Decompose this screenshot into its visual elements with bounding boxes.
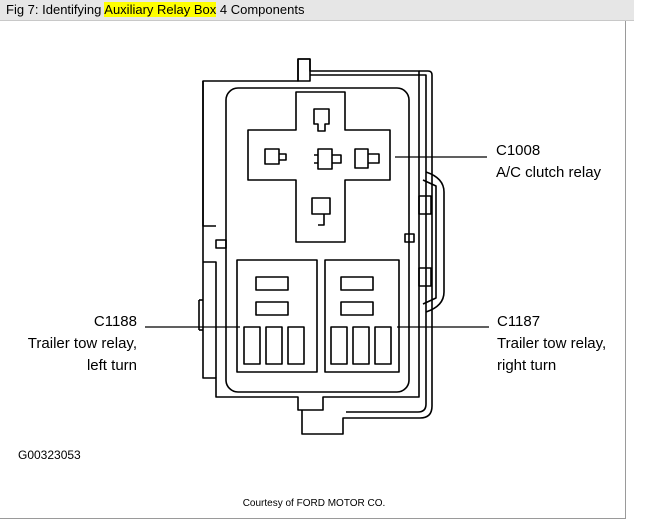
c1187-slot xyxy=(374,326,392,365)
c1187-slot xyxy=(352,326,370,365)
figure-frame xyxy=(0,21,626,519)
c1008-callout: C1008 A/C clutch relay xyxy=(496,140,601,184)
c1187-slot xyxy=(340,276,374,291)
c1008-pin-center xyxy=(314,148,342,170)
c1187-callout: C1187 Trailer tow relay, right turn xyxy=(497,311,606,377)
c1188-slot xyxy=(287,326,305,365)
c1188-code: C1188 xyxy=(93,313,137,330)
top-connector xyxy=(297,58,311,82)
c1008-pin-right xyxy=(354,148,380,169)
c1008-connector xyxy=(247,91,391,243)
figure-id: G00323053 xyxy=(18,448,81,462)
figure-title: Fig 7: Identifying Auxiliary Relay Box 4… xyxy=(0,0,634,21)
side-bracket-outer xyxy=(301,70,433,435)
c1188-description-line2: left turn xyxy=(86,357,137,374)
title-highlight: Auxiliary Relay Box xyxy=(104,2,217,17)
latch-mid xyxy=(422,179,437,305)
c1188-description-line1: Trailer tow relay, xyxy=(27,335,137,352)
c1188-connector xyxy=(236,259,318,373)
c1008-pin-left xyxy=(264,148,287,165)
credit-line: Courtesy of FORD MOTOR CO. xyxy=(242,498,386,509)
housing-outline xyxy=(202,58,420,411)
c1188-callout: C1188 Trailer tow relay, left turn xyxy=(24,311,137,377)
c1008-code: C1008 xyxy=(496,142,541,159)
c1187-slot xyxy=(340,301,374,316)
notch-right xyxy=(404,233,415,243)
left-lower-tab xyxy=(203,261,217,378)
side-bracket-inner xyxy=(346,74,427,413)
latch-tab-top xyxy=(418,195,432,215)
latch-outer xyxy=(425,171,445,313)
c1188-slot xyxy=(255,301,289,316)
c1187-code: C1187 xyxy=(497,313,541,330)
notch-left xyxy=(215,239,227,249)
c1008-pin-bottom xyxy=(311,197,331,226)
c1187-slot xyxy=(330,326,348,365)
c1008-pin-top xyxy=(313,108,330,132)
c1187-description-line1: Trailer tow relay, xyxy=(497,335,607,352)
title-suffix: 4 Components xyxy=(216,2,305,17)
c1187-description-line2: right turn xyxy=(497,357,557,374)
c1188-slot xyxy=(243,326,261,365)
left-upper-tab xyxy=(202,81,216,227)
c1187-connector xyxy=(324,259,400,373)
latch-tab-bottom xyxy=(418,267,432,287)
c1008-description: A/C clutch relay xyxy=(496,164,602,181)
c1188-slot xyxy=(255,276,289,291)
c1188-slot xyxy=(265,326,283,365)
title-prefix: Fig 7: Identifying xyxy=(6,2,105,17)
